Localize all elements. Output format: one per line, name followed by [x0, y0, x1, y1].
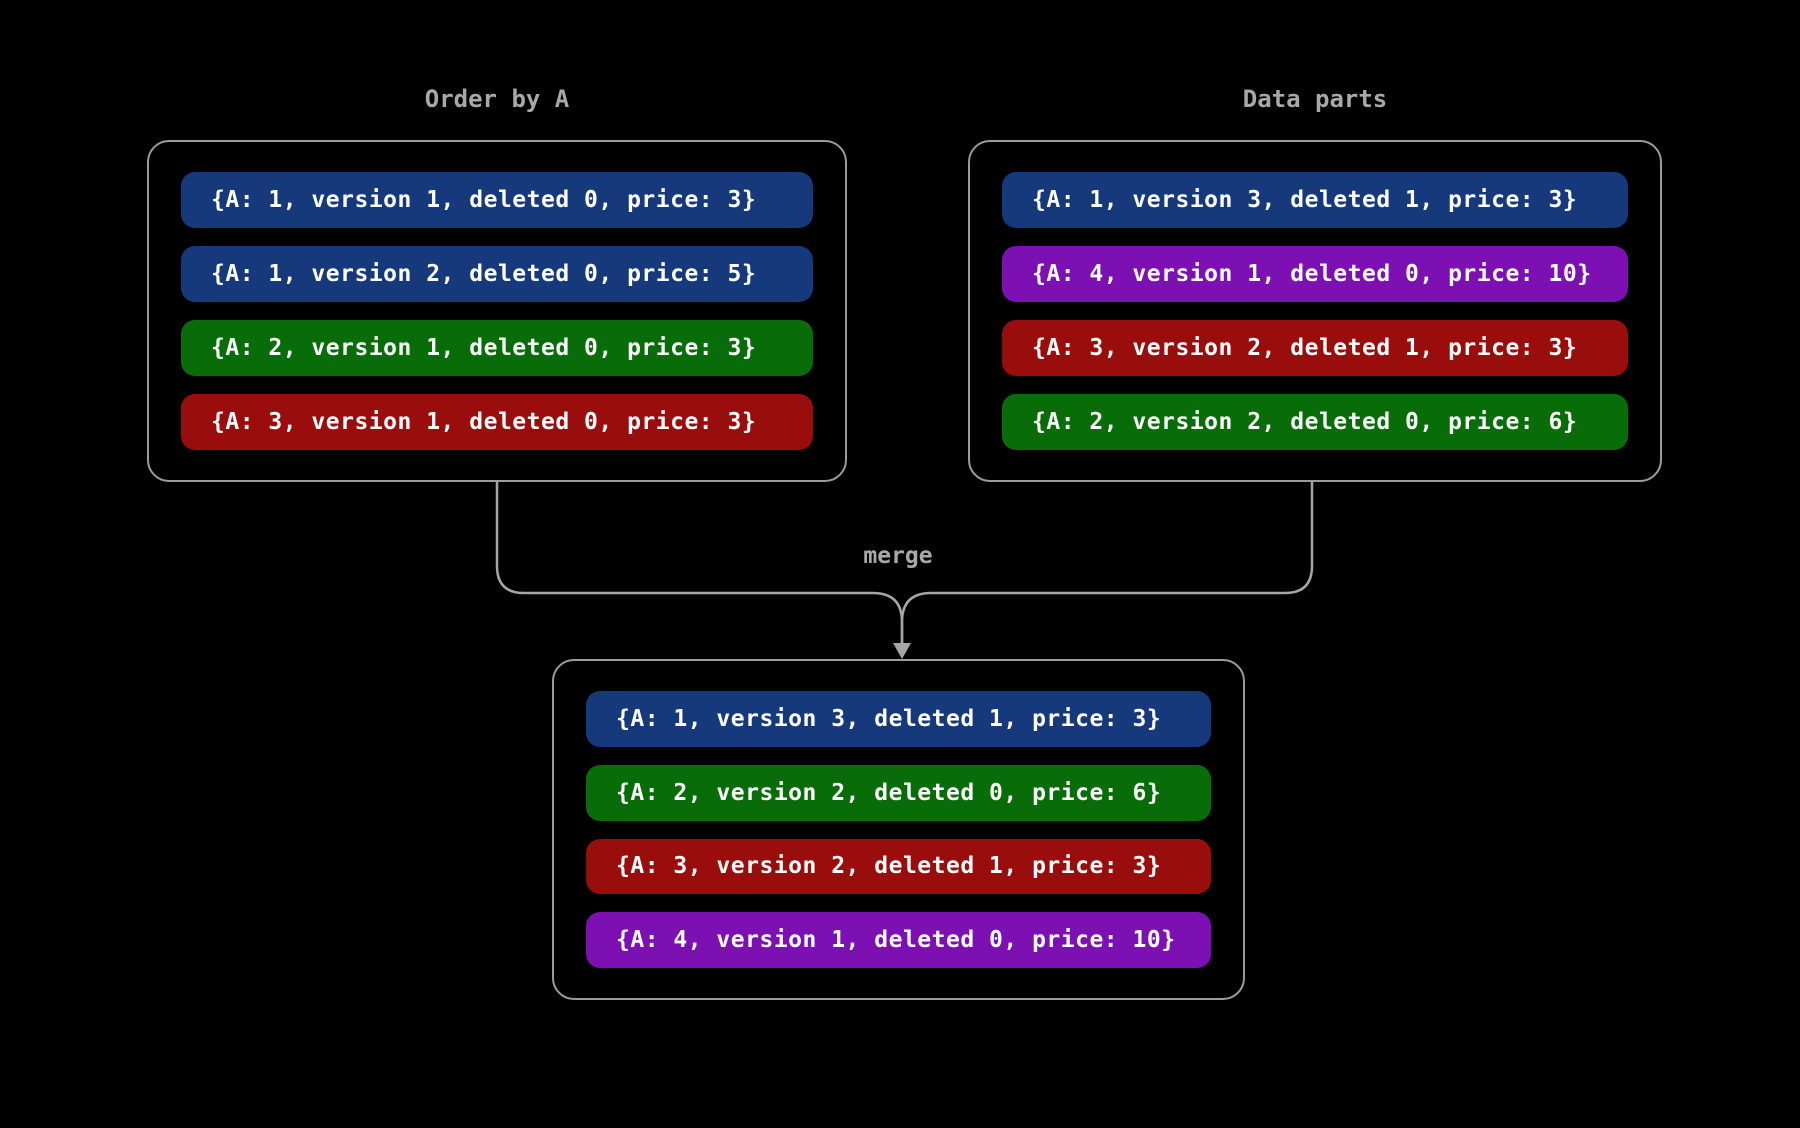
data-row: {A: 3, version 1, deleted 0, price: 3} [181, 394, 813, 450]
data-row: {A: 3, version 2, deleted 1, price: 3} [586, 838, 1211, 895]
arrowhead-icon [893, 643, 911, 659]
data-row: {A: 1, version 1, deleted 0, price: 3} [181, 172, 813, 228]
data-row: {A: 3, version 2, deleted 1, price: 3} [1002, 320, 1628, 376]
merged-result-box: {A: 1, version 3, deleted 1, price: 3} {… [552, 659, 1245, 1000]
connector-right-path [900, 482, 1314, 645]
left-box-title: Order by A [424, 85, 570, 113]
data-row: {A: 1, version 2, deleted 0, price: 5} [181, 246, 813, 302]
data-row: {A: 1, version 3, deleted 1, price: 3} [586, 691, 1211, 747]
data-parts-box: {A: 1, version 3, deleted 1, price: 3} {… [968, 140, 1662, 482]
data-row: {A: 2, version 2, deleted 0, price: 6} [586, 764, 1211, 821]
right-box-title: Data parts [1242, 85, 1388, 113]
order-by-a-box: {A: 1, version 1, deleted 0, price: 3} {… [147, 140, 847, 482]
data-row: {A: 2, version 1, deleted 0, price: 3} [181, 320, 813, 376]
data-row: {A: 4, version 1, deleted 0, price: 10} [1002, 246, 1628, 302]
merge-label: merge [863, 543, 933, 569]
data-row: {A: 4, version 1, deleted 0, price: 10} [586, 912, 1211, 968]
data-row: {A: 2, version 2, deleted 0, price: 6} [1002, 394, 1628, 450]
connector-left-path [495, 482, 904, 645]
data-row: {A: 1, version 3, deleted 1, price: 3} [1002, 172, 1628, 228]
